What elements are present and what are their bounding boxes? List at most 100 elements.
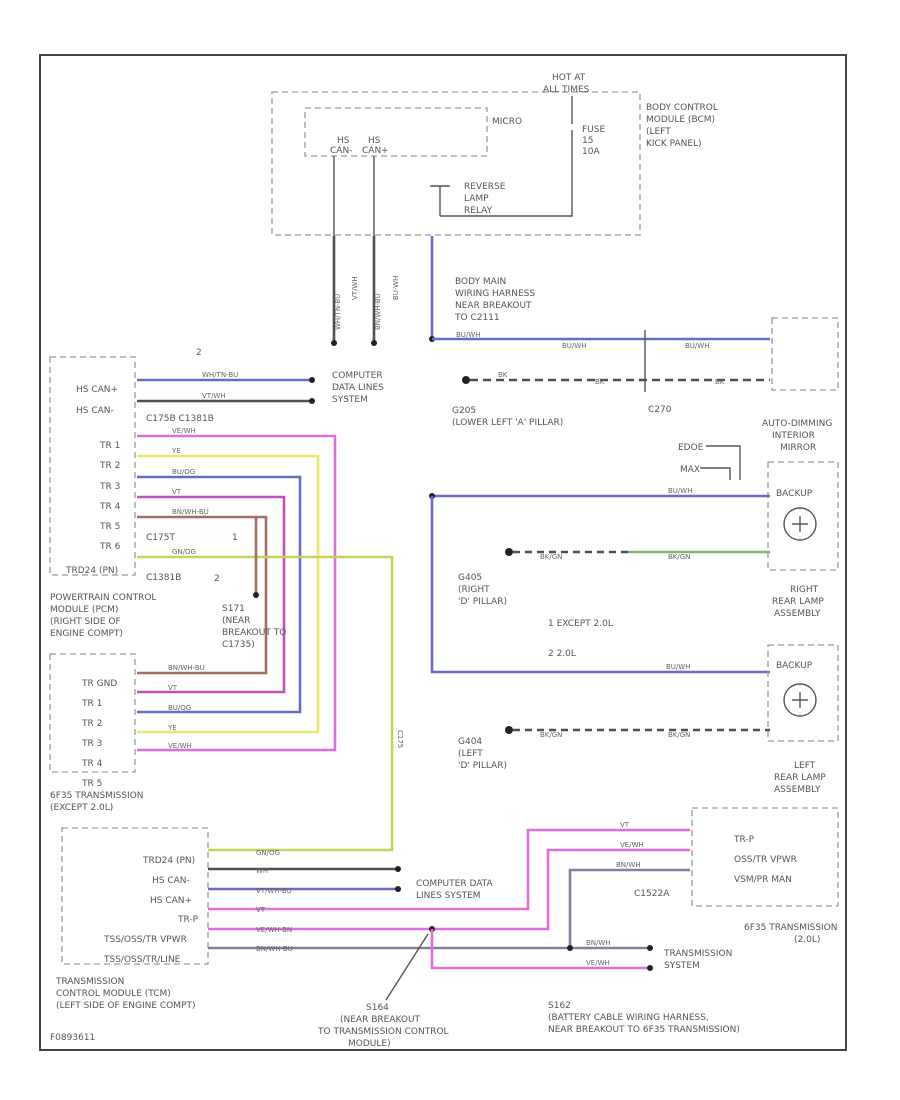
legend-2: 2 2.0L <box>548 649 576 659</box>
wire-label: BK <box>595 378 605 386</box>
svg-text:(BATTERY CABLE WIRING HARNESS,: (BATTERY CABLE WIRING HARNESS, <box>548 1013 709 1023</box>
wire-label: VT/WH <box>202 392 226 400</box>
svg-text:(NEAR: (NEAR <box>222 616 250 626</box>
svg-text:S171: S171 <box>222 604 245 614</box>
svg-text:RIGHT: RIGHT <box>790 585 819 595</box>
svg-text:HS CAN-: HS CAN- <box>152 876 190 886</box>
svg-text:BODY MAIN: BODY MAIN <box>455 277 506 287</box>
svg-text:LINES SYSTEM: LINES SYSTEM <box>416 891 481 901</box>
wire-label: WH/TN-BU <box>202 371 238 379</box>
svg-text:TR 5: TR 5 <box>99 522 120 532</box>
svg-text:G405: G405 <box>458 573 482 583</box>
transmission-20-box <box>691 807 839 907</box>
arrow-dot <box>647 965 653 971</box>
diagram-frame <box>39 54 847 1051</box>
svg-text:YE: YE <box>171 447 181 455</box>
svg-text:HOT AT: HOT AT <box>552 73 586 83</box>
svg-text:BU-WH: BU-WH <box>392 276 400 300</box>
pcm-box <box>49 356 136 576</box>
ground-g205-symbol <box>462 376 470 384</box>
svg-text:BN/WH-BU: BN/WH-BU <box>256 945 293 953</box>
svg-text:(RIGHT SIDE OF: (RIGHT SIDE OF <box>50 617 121 627</box>
svg-text:REVERSE: REVERSE <box>464 182 506 192</box>
bcm-label: BODY CONTROL MODULE (BCM) (LEFT KICK PAN… <box>646 103 718 149</box>
pcm-tr-labels: TR 1 TR 2 TR 3 TR 4 TR 5 TR 6 <box>99 441 121 552</box>
svg-text:10A: 10A <box>582 147 600 157</box>
svg-text:TR 2: TR 2 <box>99 461 120 471</box>
note-code-1: EDOE <box>678 443 704 453</box>
svg-text:AUTO-DIMMING: AUTO-DIMMING <box>762 419 832 429</box>
svg-text:(2.0L): (2.0L) <box>794 935 820 945</box>
right-rear-lamp-label: RIGHT REAR LAMP ASSEMBLY <box>772 585 824 619</box>
right-box-wire-labels: VT VE/WH BN/WH <box>616 821 644 869</box>
wire-tr5-brown <box>137 515 268 675</box>
note-1-marker: 1 <box>232 533 238 543</box>
pcm-tr-wire-labels: VE/WH YE BU/OG VT BN/WH-BU GN/OG <box>171 427 209 556</box>
svg-text:TR-P: TR-P <box>733 835 755 845</box>
svg-text:YE: YE <box>167 724 177 732</box>
arrow-dot <box>647 945 653 951</box>
splice-dot <box>309 398 315 404</box>
svg-text:TR 1: TR 1 <box>81 699 102 709</box>
svg-text:VE/WH-BN: VE/WH-BN <box>256 926 292 934</box>
svg-text:NEAR BREAKOUT: NEAR BREAKOUT <box>455 301 532 311</box>
left-backup-filament-icon <box>792 692 808 708</box>
wire-label: VE/WH <box>586 959 610 967</box>
svg-text:'D' PILLAR): 'D' PILLAR) <box>458 597 507 607</box>
svg-text:SYSTEM: SYSTEM <box>664 961 700 971</box>
wire-label: BU/WH <box>456 331 480 339</box>
left-rear-lamp-box <box>767 644 839 742</box>
right-backup-label: BACKUP <box>776 489 813 499</box>
svg-text:BN/WH: BN/WH <box>616 861 641 869</box>
svg-text:OSS/TR VPWR: OSS/TR VPWR <box>734 855 797 865</box>
svg-text:TR 1: TR 1 <box>99 441 120 451</box>
svg-text:TR-P: TR-P <box>177 915 199 925</box>
svg-text:BU/OG: BU/OG <box>172 468 195 476</box>
svg-text:VE/WH: VE/WH <box>620 841 644 849</box>
svg-text:BU/OG: BU/OG <box>168 704 191 712</box>
wire-label: BU/WH <box>562 342 586 350</box>
g205-label: G205 (LOWER LEFT 'A' PILLAR) <box>452 406 563 428</box>
wire-tr1-pink <box>137 434 337 752</box>
svg-text:WH/TN-BU: WH/TN-BU <box>334 294 342 330</box>
wire-tr2-yellow <box>137 454 320 734</box>
wire-label: BK/GN <box>540 553 562 561</box>
svg-text:TO C2111: TO C2111 <box>454 313 500 323</box>
pcm-hs-can-plus-label: HS CAN+ <box>76 385 118 395</box>
svg-text:ALL TIMES: ALL TIMES <box>543 85 590 95</box>
svg-text:VT/WH: VT/WH <box>351 276 359 300</box>
wire-tcm-line <box>208 868 690 950</box>
fuse-label: FUSE 15 10A <box>582 125 605 157</box>
mirror-notes-lines <box>700 445 741 480</box>
tr-switch-wire-labels: BN/WH-BU VT BU/OG YE VE/WH <box>167 664 205 750</box>
svg-text:TSS/OSS/TR VPWR: TSS/OSS/TR VPWR <box>103 935 187 945</box>
wire-s164-to-system <box>430 929 648 970</box>
bcm-hs-can-plus-label: HS CAN+ <box>362 136 389 156</box>
right-box-pin-labels: TR-P OSS/TR VPWR VSM/PR MAN <box>733 835 797 885</box>
tr-switch-labels: TR GND TR 1 TR 2 TR 3 TR 4 TR 5 <box>81 679 117 789</box>
svg-text:VE/WH: VE/WH <box>172 427 196 435</box>
s162-label: S162 (BATTERY CABLE WIRING HARNESS, NEAR… <box>548 1001 740 1035</box>
svg-text:TR 6: TR 6 <box>99 542 121 552</box>
pcm-connectors-label: C175B C1381B <box>146 414 214 424</box>
svg-text:BREAKOUT TO: BREAKOUT TO <box>222 628 286 638</box>
svg-text:VT: VT <box>172 488 182 496</box>
svg-text:TR GND: TR GND <box>81 679 117 689</box>
svg-text:VSM/PR MAN: VSM/PR MAN <box>734 875 792 885</box>
svg-text:RELAY: RELAY <box>464 206 493 216</box>
svg-text:BN/WH-BU: BN/WH-BU <box>172 508 209 516</box>
wire-left-lamp-feed <box>430 496 770 674</box>
svg-text:6F35 TRANSMISSION: 6F35 TRANSMISSION <box>50 791 144 801</box>
svg-text:S162: S162 <box>548 1001 571 1011</box>
svg-text:KICK PANEL): KICK PANEL) <box>646 139 702 149</box>
wire-label: BU/WH <box>668 487 692 495</box>
right-rear-lamp-box <box>767 461 839 571</box>
svg-text:VT: VT <box>168 684 178 692</box>
svg-text:LAMP: LAMP <box>464 194 489 204</box>
svg-text:(RIGHT: (RIGHT <box>458 585 490 595</box>
splice-s171 <box>253 592 259 598</box>
auto-dimming-mirror-label: AUTO-DIMMING INTERIOR MIRROR <box>762 419 832 453</box>
bcm-internal-lines <box>333 156 375 236</box>
wire-label: BK/GN <box>668 731 690 739</box>
